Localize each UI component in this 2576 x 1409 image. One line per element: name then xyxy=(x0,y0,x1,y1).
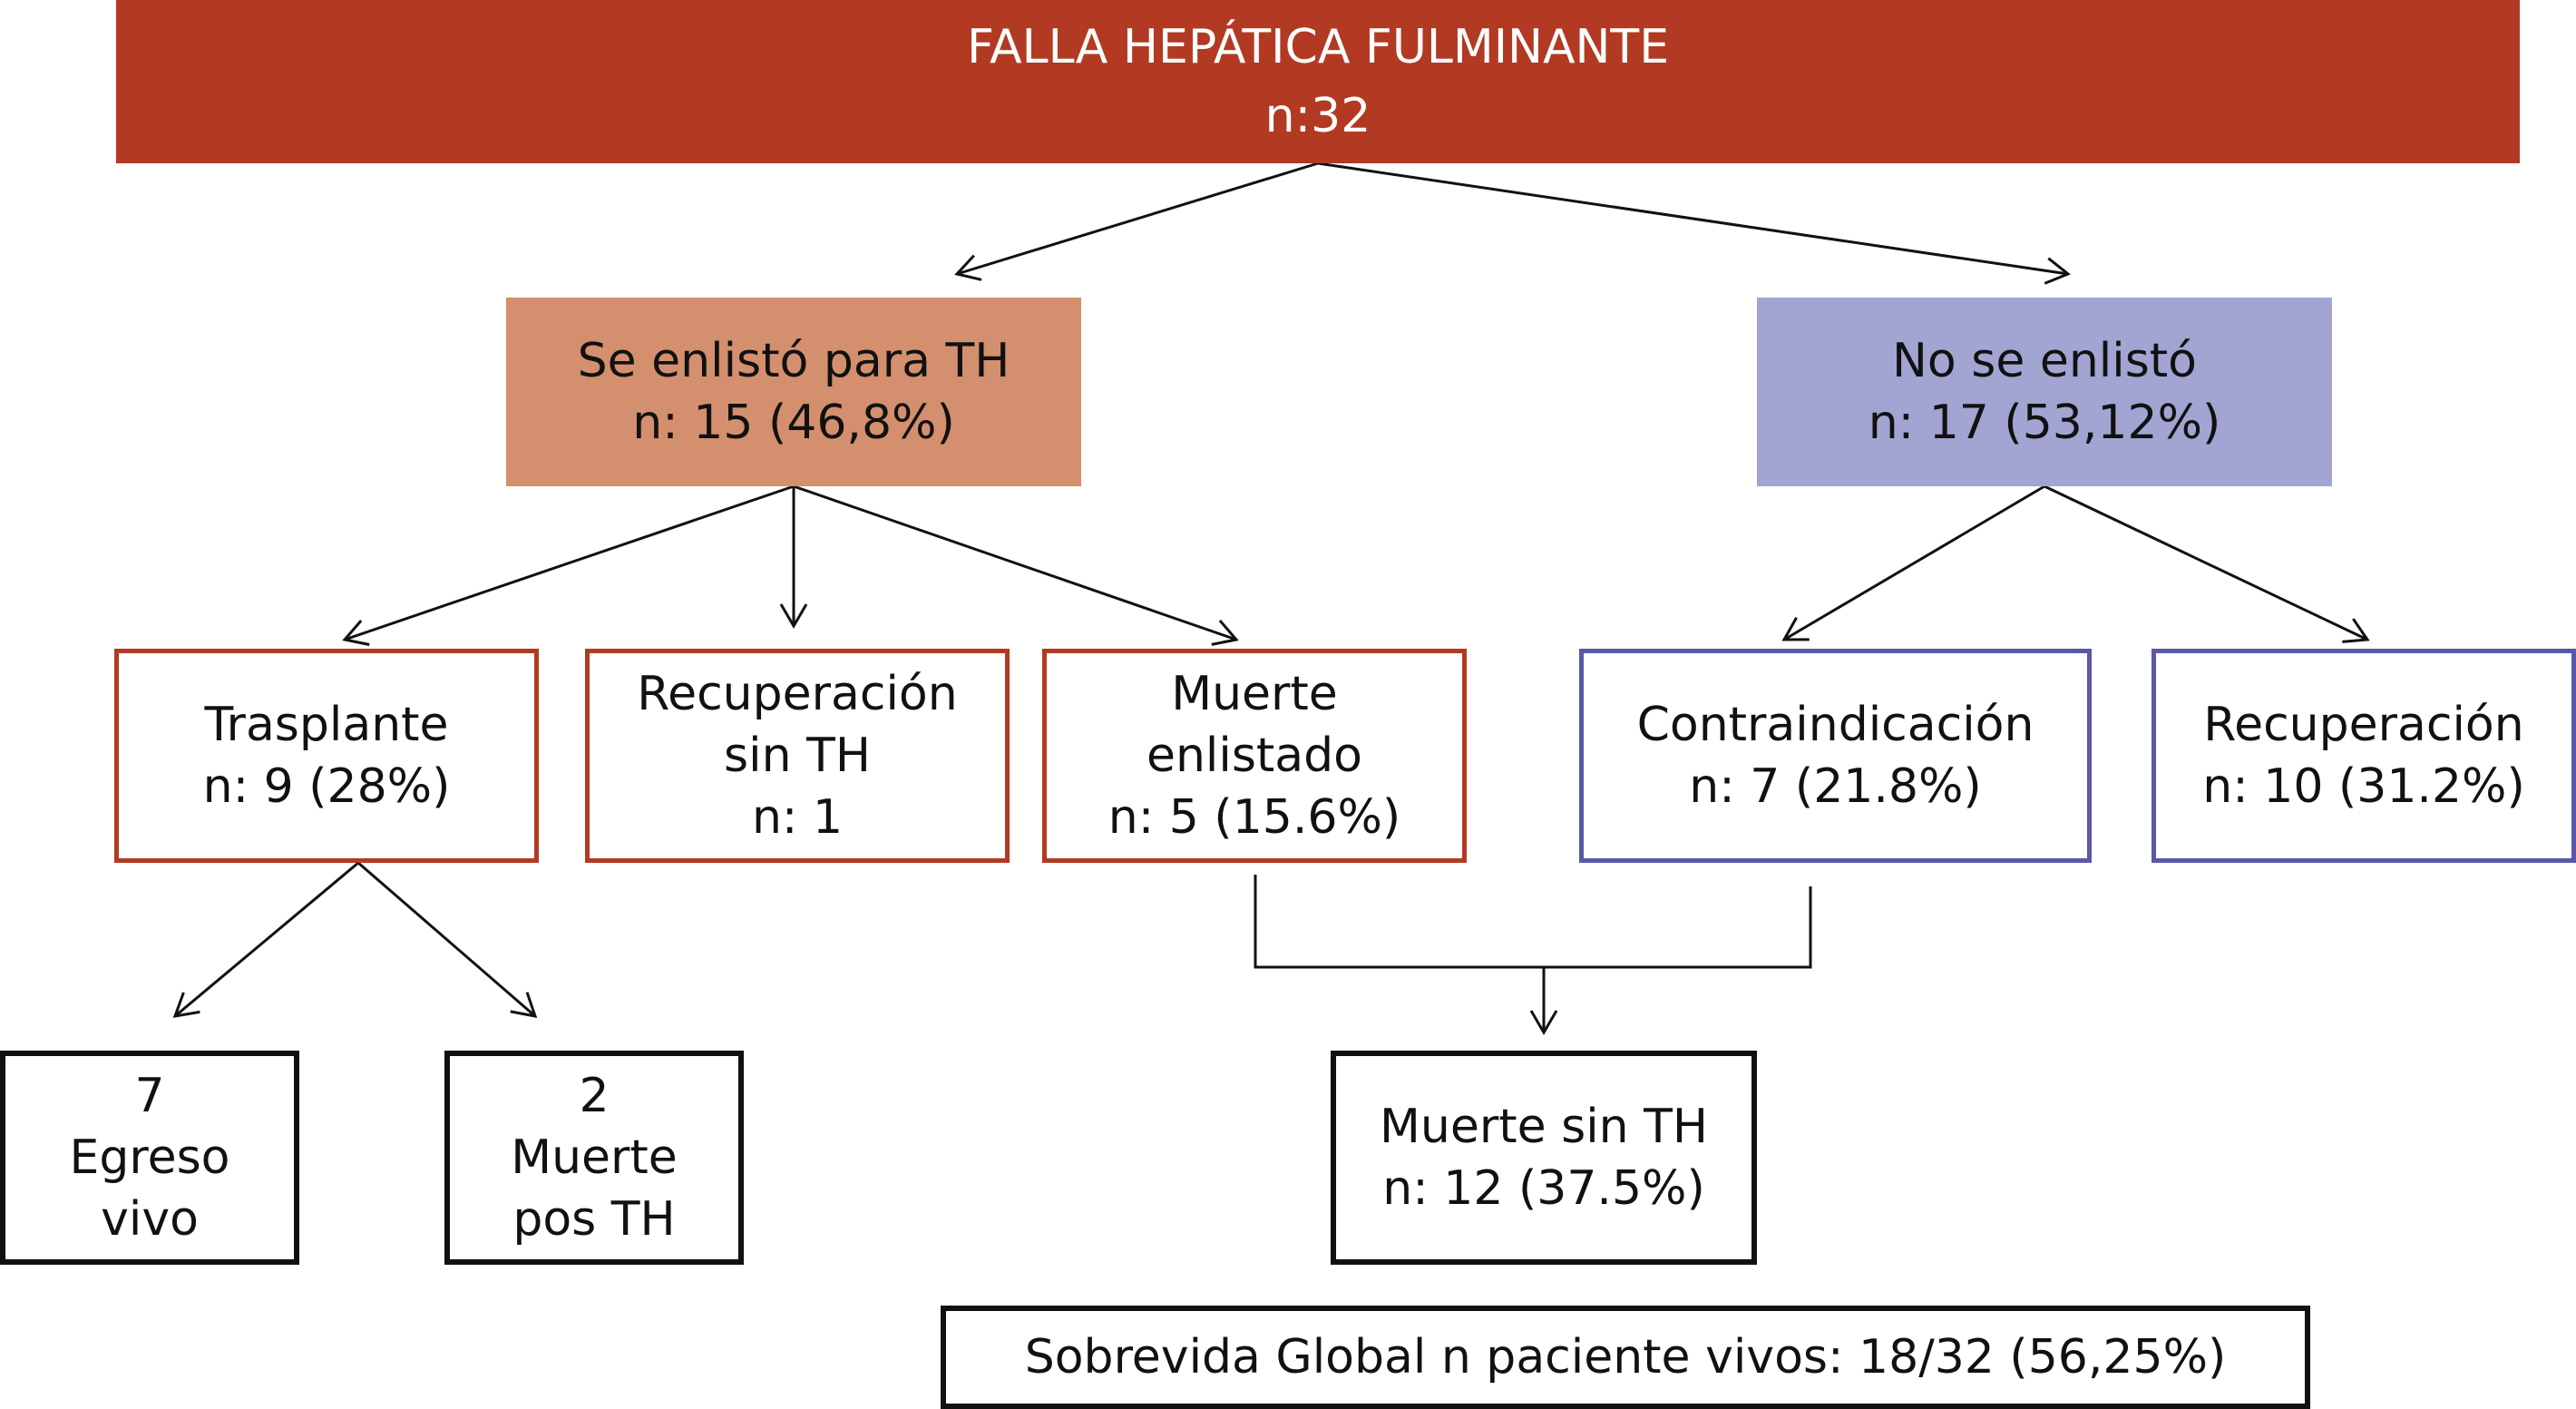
death-listed-count: n: 5 (15.6%) xyxy=(1107,790,1401,845)
recovery-node: Recuperación n: 10 (31.2%) xyxy=(2152,649,2576,863)
contraindication-count: n: 7 (21.8%) xyxy=(1689,759,1982,814)
death-listed-line1: Muerte xyxy=(1171,667,1338,721)
transplant-count: n: 9 (28%) xyxy=(202,759,451,814)
alive-discharge-node: 7 Egreso vivo xyxy=(0,1051,299,1265)
death-no-th-title: Muerte sin TH xyxy=(1380,1100,1708,1154)
death-listed-node: Muerte enlistado n: 5 (15.6%) xyxy=(1042,649,1467,863)
arrow-not-listed-to-contra xyxy=(1781,484,2045,641)
not-listed-count: n: 17 (53,12%) xyxy=(1868,396,2221,450)
recovery-no-th-line2: sin TH xyxy=(724,729,871,783)
death-post-th-node: 2 Muerte pos TH xyxy=(444,1051,744,1265)
contraindication-node: Contraindicación n: 7 (21.8%) xyxy=(1579,649,2092,863)
transplant-title: Trasplante xyxy=(204,698,449,752)
arrow-not-listed-to-recovery xyxy=(2044,484,2370,643)
arrow-transplant-to-posttx xyxy=(357,861,538,1018)
listed-count: n: 15 (46,8%) xyxy=(632,396,955,450)
arrow-root-to-not-listed xyxy=(1317,161,2071,285)
death-post-th-line1: Muerte xyxy=(511,1130,678,1185)
recovery-no-th-node: Recuperación sin TH n: 1 xyxy=(585,649,1010,863)
root-count: n:32 xyxy=(1264,89,1371,143)
death-listed-line2: enlistado xyxy=(1146,729,1362,783)
death-no-th-count: n: 12 (37.5%) xyxy=(1382,1161,1705,1216)
death-no-th-node: Muerte sin TH n: 12 (37.5%) xyxy=(1331,1051,1757,1265)
root-node: FALLA HEPÁTICA FULMINANTE n:32 xyxy=(116,0,2520,163)
not-listed-node: No se enlistó n: 17 (53,12%) xyxy=(1757,298,2332,486)
root-title: FALLA HEPÁTICA FULMINANTE xyxy=(966,20,1670,74)
recovery-count: n: 10 (31.2%) xyxy=(2202,759,2525,814)
recovery-no-th-line1: Recuperación xyxy=(637,667,958,721)
arrow-listed-to-transplant xyxy=(342,484,795,646)
death-post-th-count: 2 xyxy=(579,1069,610,1123)
recovery-no-th-count: n: 1 xyxy=(751,790,844,845)
arrow-root-to-listed xyxy=(954,161,1319,281)
not-listed-title: No se enlistó xyxy=(1892,334,2197,388)
alive-discharge-line1: Egreso xyxy=(69,1130,230,1185)
transplant-node: Trasplante n: 9 (28%) xyxy=(114,649,539,863)
listed-title: Se enlistó para TH xyxy=(577,334,1010,388)
contraindication-title: Contraindicación xyxy=(1636,698,2034,752)
arrow-transplant-to-alive xyxy=(172,861,359,1018)
death-post-th-line2: pos TH xyxy=(512,1192,676,1247)
recovery-title: Recuperación xyxy=(2203,698,2524,752)
alive-discharge-count: 7 xyxy=(134,1069,165,1123)
listed-node: Se enlistó para TH n: 15 (46,8%) xyxy=(506,298,1081,486)
arrow-listed-to-death xyxy=(793,484,1239,646)
bracket-deaths xyxy=(1254,875,1812,969)
alive-discharge-line2: vivo xyxy=(101,1192,199,1247)
global-survival-box: Sobrevida Global n paciente vivos: 18/32… xyxy=(941,1306,2310,1409)
global-survival-text: Sobrevida Global n paciente vivos: 18/32… xyxy=(1024,1330,2227,1385)
